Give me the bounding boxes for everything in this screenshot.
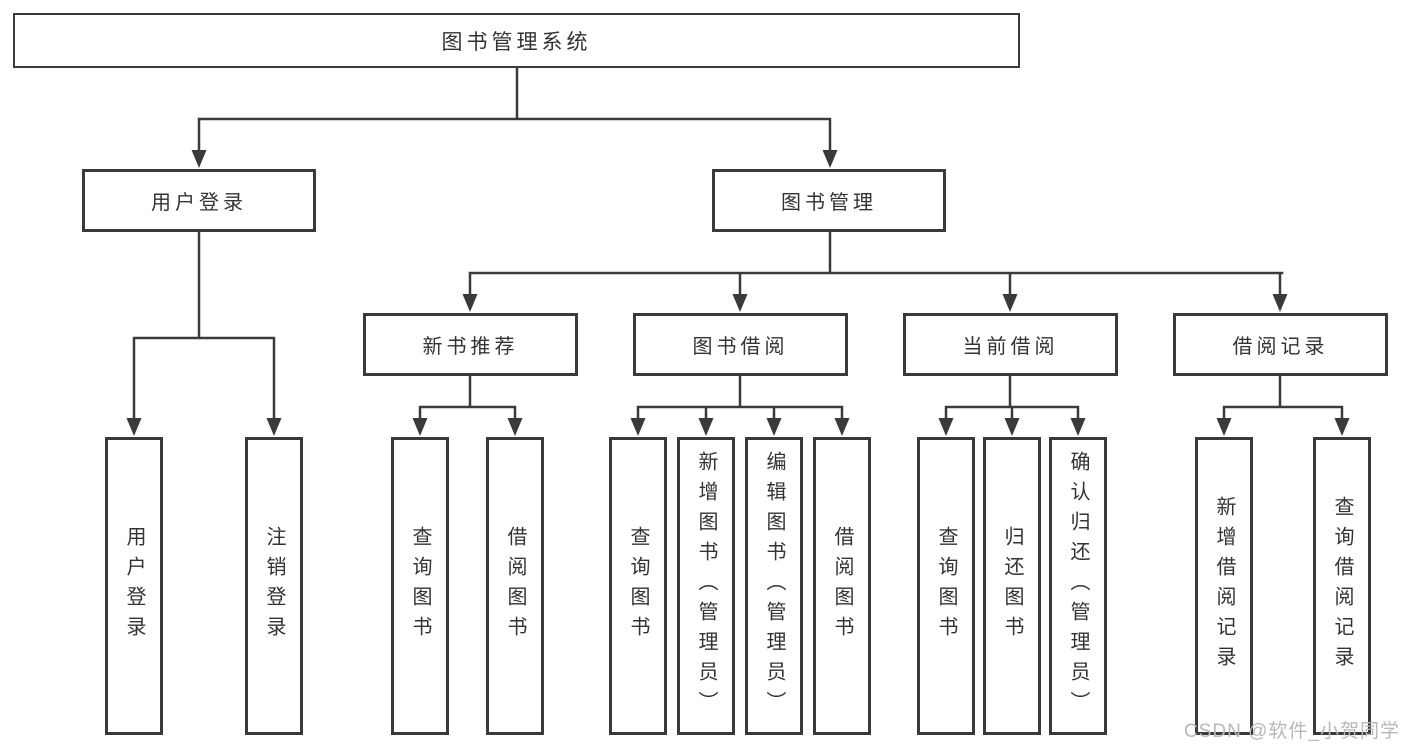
leaf-borrow-books-recommend-label: 借阅图书: [504, 526, 526, 646]
arrowhead: [938, 418, 954, 436]
arrowhead: [766, 418, 782, 436]
arrowhead: [1216, 418, 1232, 436]
leaf-add-borrow-record: 新增借阅记录: [1195, 437, 1253, 735]
node-book-management: 图书管理: [712, 169, 946, 232]
arrowhead: [1002, 294, 1018, 312]
arrowhead: [1272, 294, 1288, 312]
leaf-borrow-books-borrow-label: 借阅图书: [831, 526, 853, 646]
csdn-watermark: CSDN @软件_小贺同学: [1184, 721, 1400, 742]
node-user-login-label: 用户登录: [151, 192, 247, 214]
node-current-borrow-label: 当前借阅: [962, 336, 1059, 358]
node-user-login: 用户登录: [82, 169, 316, 232]
arrowhead: [412, 418, 428, 436]
leaf-query-books-borrow-label: 查询图书: [627, 526, 649, 646]
leaf-logout-login: 注销登录: [245, 437, 303, 735]
leaf-borrow-books-borrow: 借阅图书: [813, 437, 871, 735]
leaf-add-borrow-record-label: 新增借阅记录: [1213, 496, 1235, 676]
arrowhead: [266, 418, 282, 436]
node-borrow-records: 借阅记录: [1173, 313, 1388, 376]
arrowhead: [732, 294, 748, 312]
leaf-query-borrow-record: 查询借阅记录: [1313, 437, 1371, 735]
leaf-query-books-recommend: 查询图书: [391, 437, 449, 735]
arrowhead: [126, 418, 142, 436]
arrowhead: [1004, 418, 1020, 436]
leaf-query-books-current-label: 查询图书: [935, 526, 957, 646]
node-book-management-label: 图书管理: [781, 192, 877, 214]
arrowhead: [630, 418, 646, 436]
arrowhead: [191, 150, 207, 168]
node-new-book-recommend: 新书推荐: [363, 313, 578, 376]
node-new-book-recommend-label: 新书推荐: [422, 336, 519, 358]
leaf-borrow-books-recommend: 借阅图书: [486, 437, 544, 735]
leaf-query-books-current: 查询图书: [917, 437, 975, 735]
leaf-confirm-return-admin: 确认归还（管理员）: [1049, 437, 1107, 735]
arrowhead: [822, 150, 838, 168]
arrowheads: [126, 150, 1350, 436]
leaf-edit-book-admin-label: 编辑图书（管理员）: [763, 451, 785, 721]
leaf-add-book-admin: 新增图书（管理员）: [677, 437, 735, 735]
leaf-add-book-admin-label: 新增图书（管理员）: [695, 451, 717, 721]
arrowhead: [698, 418, 714, 436]
leaf-logout-login-label: 注销登录: [263, 526, 285, 646]
leaf-user-login-label: 用户登录: [123, 526, 145, 646]
arrowhead: [462, 294, 478, 312]
node-book-borrow: 图书借阅: [633, 313, 848, 376]
node-book-borrow-label: 图书借阅: [692, 336, 789, 358]
leaf-return-book: 归还图书: [983, 437, 1041, 735]
leaf-query-books-borrow: 查询图书: [609, 437, 667, 735]
arrowhead: [834, 418, 850, 436]
leaf-edit-book-admin: 编辑图书（管理员）: [745, 437, 803, 735]
leaf-query-books-recommend-label: 查询图书: [409, 526, 431, 646]
connector-path: [132, 66, 1344, 426]
node-current-borrow: 当前借阅: [903, 313, 1118, 376]
node-root: 图书管理系统: [13, 13, 1020, 68]
node-root-label: 图书管理系统: [441, 30, 592, 54]
node-borrow-records-label: 借阅记录: [1232, 336, 1329, 358]
leaf-user-login: 用户登录: [105, 437, 163, 735]
arrowhead: [507, 418, 523, 436]
leaf-confirm-return-admin-label: 确认归还（管理员）: [1067, 451, 1089, 721]
leaf-return-book-label: 归还图书: [1001, 526, 1023, 646]
arrowhead: [1334, 418, 1350, 436]
arrowhead: [1070, 418, 1086, 436]
leaf-query-borrow-record-label: 查询借阅记录: [1331, 496, 1353, 676]
